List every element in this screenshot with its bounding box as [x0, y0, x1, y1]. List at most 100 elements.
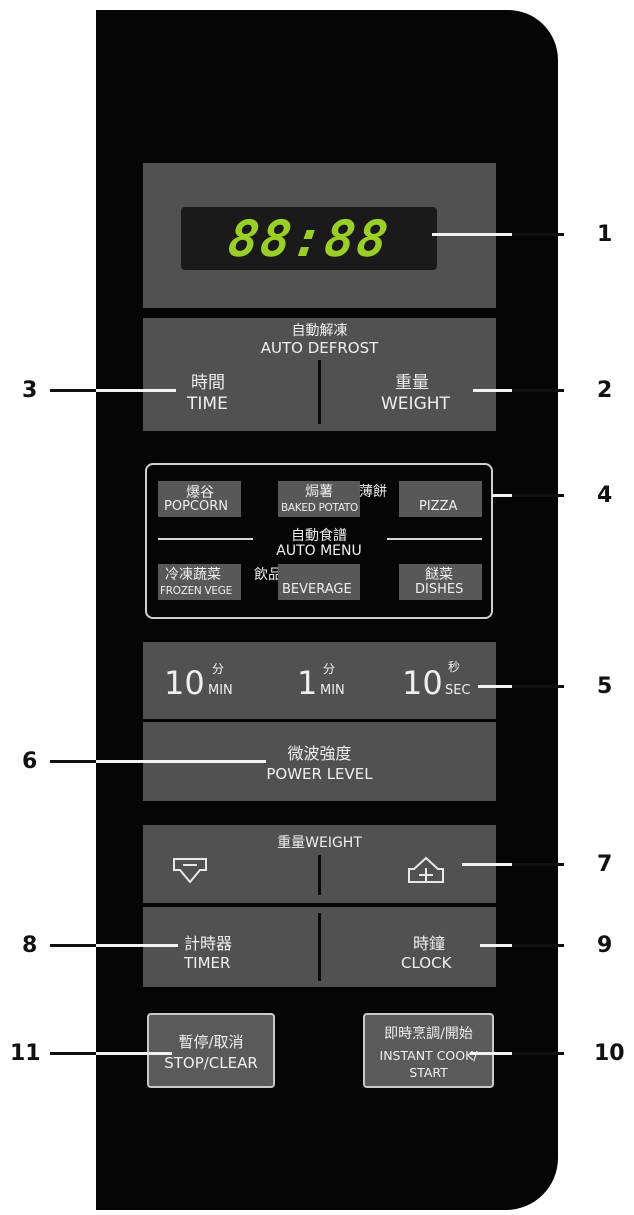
ten-minute-button[interactable]: 10 分 MIN: [150, 648, 260, 712]
weight-up-button[interactable]: [321, 848, 496, 903]
baked-potato-label-cn: 焗薯: [305, 484, 333, 500]
dishes-label-cn: 餸菜: [425, 567, 453, 583]
callout-number-11: 11: [10, 1041, 41, 1066]
clock-label-en: CLOCK: [401, 954, 452, 972]
weight-label-cn: 重量: [395, 373, 429, 393]
frozen-vege-label-cn: 冷凍蔬菜: [165, 567, 221, 583]
callout-number-10: 10: [594, 1041, 625, 1066]
dishes-button[interactable]: 餸菜 DISHES: [399, 564, 482, 600]
beverage-button[interactable]: BEVERAGE: [278, 564, 360, 600]
ten-second-en: SEC: [445, 683, 471, 698]
auto-defrost-title-en: AUTO DEFROST: [260, 339, 379, 357]
callout-line-6: [50, 760, 96, 763]
one-minute-number: 1: [297, 664, 318, 702]
callout-number-3: 3: [22, 378, 38, 403]
clock-button[interactable]: 時鐘 CLOCK: [321, 907, 496, 987]
callout-line-10-outer: [512, 1052, 564, 1055]
baked-potato-label-en: BAKED POTATO: [281, 502, 358, 514]
one-minute-cn: 分: [323, 662, 336, 676]
baked-potato-button[interactable]: 焗薯 BAKED POTATO: [278, 481, 360, 517]
callout-number-9: 9: [597, 933, 613, 958]
callout-line-4: [492, 494, 512, 497]
auto-defrost-title-cn: 自動解凍: [291, 323, 348, 339]
callout-line-8: [50, 944, 96, 947]
callout-line-10: [470, 1052, 512, 1055]
auto-menu-rule-left: [158, 538, 253, 540]
start-label-cn: 即時烹調/開始: [384, 1026, 473, 1042]
display-digits: 88:88: [224, 210, 394, 268]
ten-minute-number: 10: [164, 664, 205, 702]
power-level-cn: 微波強度: [287, 744, 352, 763]
callout-line-3: [50, 389, 96, 392]
auto-menu-rule-right: [387, 538, 482, 540]
time-label-cn: 時間: [191, 373, 225, 393]
weight-label-en: WEIGHT: [381, 394, 450, 414]
callout-line-4-outer: [512, 494, 564, 497]
stop-clear-button[interactable]: 暫停/取消 STOP/CLEAR: [147, 1013, 275, 1088]
instant-cook-start-button[interactable]: 即時烹調/開始 INSTANT COOK/ START: [363, 1013, 494, 1088]
ten-second-button[interactable]: 10 秒 SEC: [390, 648, 490, 712]
ten-second-cn: 秒: [448, 660, 461, 674]
callout-line-5: [478, 685, 512, 688]
popcorn-label-en: POPCORN: [164, 499, 228, 514]
popcorn-label-cn: 爆谷: [186, 485, 214, 501]
time-keys-block: [143, 642, 496, 719]
pizza-button[interactable]: PIZZA: [399, 481, 482, 517]
time-button[interactable]: 時間 TIME: [143, 358, 318, 431]
callout-number-2: 2: [597, 378, 613, 403]
ten-second-number: 10: [402, 664, 443, 702]
timer-clock-divider: [318, 913, 321, 981]
pizza-label-cn: 薄餅: [359, 484, 387, 500]
stop-label-cn: 暫停/取消: [178, 1033, 244, 1051]
timer-button[interactable]: 計時器 TIMER: [143, 907, 318, 987]
callout-number-1: 1: [597, 222, 613, 247]
minus-arrow-down-icon: [173, 858, 207, 884]
callout-line-7-outer: [512, 863, 564, 866]
time-label-en: TIME: [187, 394, 228, 414]
start-label-en2: START: [409, 1065, 448, 1080]
ten-minute-en: MIN: [208, 683, 233, 698]
pizza-label-en: PIZZA: [419, 499, 458, 514]
callout-line-3-inner: [96, 389, 176, 392]
stop-label-en: STOP/CLEAR: [164, 1054, 258, 1072]
dishes-label-en: DISHES: [415, 582, 464, 597]
power-level-en: POWER LEVEL: [266, 765, 373, 783]
callout-number-6: 6: [22, 749, 38, 774]
callout-line-5-outer: [512, 685, 564, 688]
plus-arrow-up-icon: [408, 856, 444, 883]
beverage-label-en: BEVERAGE: [282, 582, 352, 597]
callout-number-4: 4: [597, 483, 613, 508]
callout-line-2-outer: [512, 389, 564, 392]
callout-number-8: 8: [22, 933, 38, 958]
callout-line-11-inner: [96, 1052, 172, 1055]
beverage-label-cn: 飲品: [254, 567, 282, 583]
callout-line-9-outer: [512, 944, 564, 947]
auto-menu-title-en: AUTO MENU: [276, 543, 362, 559]
callout-line-8-inner: [96, 944, 178, 947]
frozen-vege-label-en: FROZEN VEGE: [160, 585, 232, 597]
timer-label-en: TIMER: [184, 954, 231, 972]
weight-button[interactable]: 重量 WEIGHT: [321, 358, 496, 431]
callout-line-1: [432, 233, 512, 236]
auto-menu-title-cn: 自動食譜: [291, 528, 347, 544]
callout-number-7: 7: [597, 852, 613, 877]
frozen-vege-button[interactable]: 冷凍蔬菜 FROZEN VEGE: [158, 564, 241, 600]
one-minute-button[interactable]: 1 分 MIN: [270, 648, 370, 712]
timer-label-cn: 計時器: [184, 934, 233, 953]
weight-down-button[interactable]: [143, 848, 318, 903]
callout-line-6-inner: [96, 760, 266, 763]
callout-line-1-outer: [512, 233, 564, 236]
popcorn-button[interactable]: 爆谷 POPCORN: [158, 481, 241, 517]
lcd-display: 88:88: [181, 207, 437, 270]
callout-number-5: 5: [597, 674, 613, 699]
callout-line-7: [462, 863, 512, 866]
callout-line-11: [50, 1052, 96, 1055]
ten-minute-cn: 分: [212, 662, 225, 676]
clock-label-cn: 時鐘: [413, 934, 446, 953]
start-label-en1: INSTANT COOK/: [379, 1048, 478, 1063]
callout-line-9: [480, 944, 512, 947]
callout-line-2: [473, 389, 512, 392]
auto-menu-frame: [145, 463, 493, 619]
defrost-divider: [318, 360, 321, 424]
weight-adjust-divider: [318, 855, 321, 895]
